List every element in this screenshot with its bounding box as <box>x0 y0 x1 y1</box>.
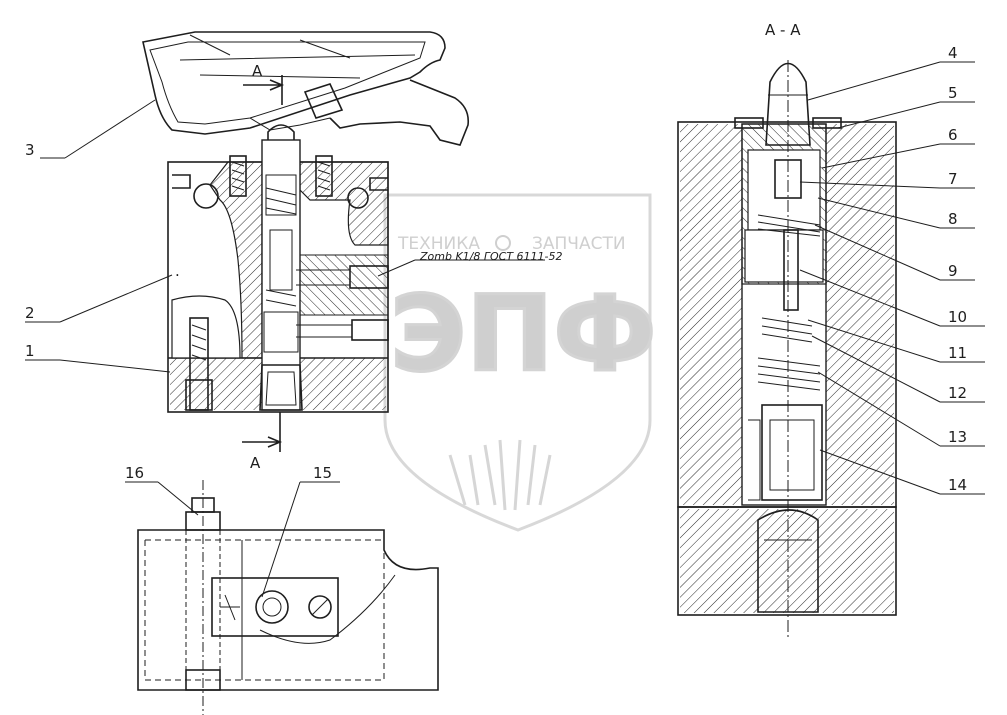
callout-2: 2 <box>25 274 173 323</box>
svg-text:3: 3 <box>25 141 35 159</box>
thread-note: Zomb K1/8 ГОСТ 6111-52 <box>419 250 563 263</box>
watermark-logo: ЭПФ <box>390 273 657 395</box>
callout-14: 14 <box>819 449 985 495</box>
callout-8: 8 <box>817 197 975 229</box>
svg-text:14: 14 <box>948 476 967 494</box>
svg-text:10: 10 <box>948 308 967 326</box>
section-mark-top: A <box>243 62 285 105</box>
valve-body-front: . <box>167 124 389 413</box>
gear-icon <box>495 235 511 251</box>
callout-9: 9 <box>814 224 975 281</box>
svg-text:5: 5 <box>948 84 958 102</box>
svg-text:2: 2 <box>25 304 35 322</box>
svg-text:4: 4 <box>948 44 958 62</box>
handle-part <box>142 31 470 146</box>
section-label: A - A <box>765 21 801 39</box>
svg-text:15: 15 <box>313 464 332 482</box>
callout-5: 5 <box>837 84 975 129</box>
callout-11: 11 <box>807 319 985 363</box>
callout-10: 10 <box>799 269 985 327</box>
svg-text:13: 13 <box>948 428 967 446</box>
svg-text:11: 11 <box>948 344 967 362</box>
svg-text:7: 7 <box>948 170 958 188</box>
svg-text:1: 1 <box>25 342 35 360</box>
watermark-text-2: ЗАПЧАСТИ <box>532 234 626 254</box>
callout-7: 7 <box>799 170 975 189</box>
callout-1: 1 <box>25 342 171 373</box>
callout-3: 3 <box>25 99 156 159</box>
watermark: ТЕХНИКА ЗАПЧАСТИ ЭПФ <box>383 193 658 532</box>
svg-text:8: 8 <box>948 210 958 228</box>
svg-text:A: A <box>252 62 263 80</box>
callout-6: 6 <box>821 126 975 169</box>
svg-text:16: 16 <box>125 464 144 482</box>
svg-text:12: 12 <box>948 384 967 402</box>
screw-bottom <box>185 317 213 411</box>
screw-right <box>315 155 333 197</box>
right-callouts: 4 5 6 7 8 9 10 11 12 13 14 <box>799 44 985 495</box>
svg-text:9: 9 <box>948 262 958 280</box>
section-mark-bottom: A <box>242 412 283 472</box>
svg-text:6: 6 <box>948 126 958 144</box>
callout-13: 13 <box>817 371 985 447</box>
callout-4: 4 <box>807 44 975 101</box>
screw-left <box>229 155 247 197</box>
svg-text:.: . <box>175 262 180 280</box>
watermark-text-1: ТЕХНИКА <box>397 234 480 254</box>
plan-view <box>137 480 439 715</box>
callout-15: 15 <box>261 464 340 598</box>
callout-16: 16 <box>125 464 199 516</box>
callout-12: 12 <box>811 335 985 403</box>
section-view <box>677 60 897 640</box>
svg-text:A: A <box>250 454 261 472</box>
